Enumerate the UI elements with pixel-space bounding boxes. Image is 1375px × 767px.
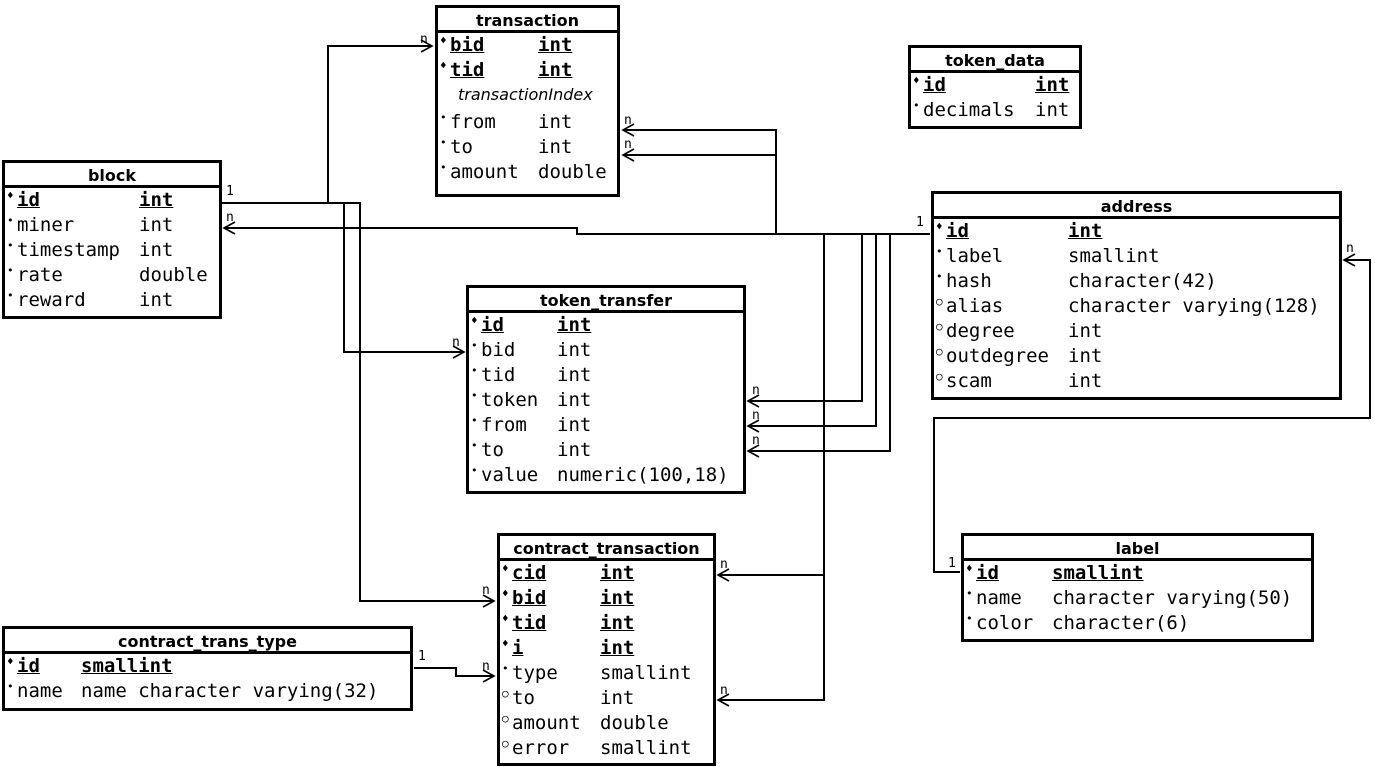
index-label: transactionIndex: [458, 85, 593, 104]
card-type-one: 1: [418, 649, 426, 664]
card-token-token: n: [752, 383, 760, 398]
entity-title: token_transfer: [469, 288, 743, 313]
rel-address-token-transfer-to: [746, 234, 891, 458]
entity-title: block: [5, 163, 219, 188]
entity-title: label: [964, 536, 1311, 561]
entity-title: contract_trans_type: [5, 629, 410, 654]
rel-address-transaction-to: [621, 148, 777, 234]
rel-address-token-transfer-from: [746, 234, 877, 433]
card-token-to: n: [752, 433, 760, 448]
rel-address-transaction-from: [621, 123, 777, 234]
entity-title: address: [934, 194, 1339, 219]
card-token-from: n: [752, 408, 760, 423]
card-contract-to: n: [720, 683, 728, 698]
card-transaction-from: n: [624, 113, 632, 128]
card-contract-bid: n: [482, 583, 490, 598]
card-transaction-bid: n: [420, 32, 428, 47]
card-label-one: 1: [948, 556, 956, 571]
entity-title: token_data: [911, 48, 1079, 73]
card-contract-type: n: [482, 659, 490, 674]
rel-label-address: [933, 253, 1371, 573]
rel-address-contract-to: [716, 575, 825, 707]
entity-title: contract_transaction: [500, 536, 713, 561]
card-block-one: 1: [226, 184, 234, 199]
rel-type-contract: [414, 667, 496, 683]
rel-address-block-miner: [222, 221, 930, 235]
card-transaction-to: n: [624, 137, 632, 152]
rel-block-transaction: [222, 39, 434, 204]
card-contract-cid: n: [720, 557, 728, 572]
card-address-label: n: [1346, 241, 1354, 256]
card-block-many: n: [226, 210, 234, 225]
rel-block-token-transfer: [328, 202, 466, 359]
card-token-bid: n: [452, 335, 460, 350]
card-address-one: 1: [916, 215, 924, 230]
rel-block-contract-transaction: [344, 202, 496, 608]
rel-address-token-transfer-token: [746, 234, 863, 408]
entity-title: transaction: [438, 8, 617, 33]
